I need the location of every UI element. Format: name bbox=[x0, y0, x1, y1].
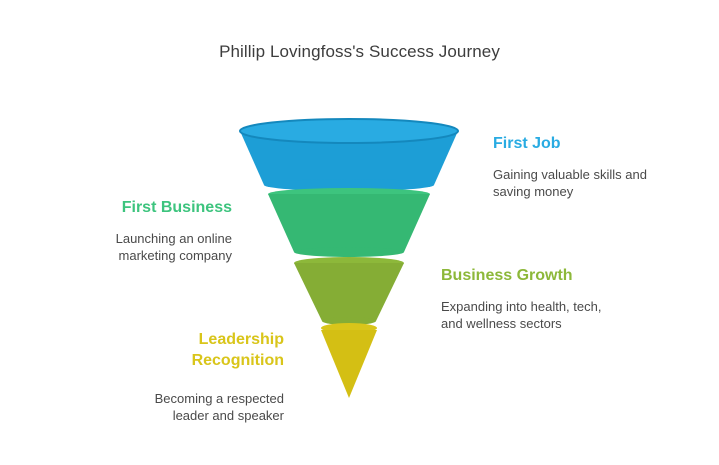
stage-description-line: saving money bbox=[493, 184, 574, 199]
funnel-segment-1-bottom bbox=[264, 179, 434, 191]
stage-first-business: First Business Launching an online marke… bbox=[60, 197, 232, 264]
stage-description: Becoming a respected leader and speaker bbox=[60, 390, 284, 424]
stage-heading: First Business bbox=[121, 199, 232, 216]
funnel-segment-2-body bbox=[268, 194, 430, 252]
stage-description-line: Launching an online bbox=[115, 231, 232, 246]
funnel-segment-business-growth bbox=[294, 257, 404, 325]
stage-heading-line: Recognition bbox=[191, 352, 284, 369]
stage-description-line: Expanding into health, tech, bbox=[441, 299, 602, 314]
funnel-segment-leadership-recognition bbox=[321, 323, 377, 398]
stage-heading: Leadership Recognition bbox=[60, 329, 284, 371]
funnel-segment-1-top bbox=[239, 118, 459, 144]
stage-description-line: Becoming a respected bbox=[154, 391, 284, 406]
stage-description-line: Gaining valuable skills and bbox=[493, 167, 647, 182]
funnel-segment-first-job bbox=[239, 118, 459, 191]
stage-heading: First Job bbox=[493, 135, 561, 152]
funnel-segment-first-business bbox=[268, 188, 430, 257]
stage-leadership-recognition: Leadership Recognition Becoming a respec… bbox=[60, 329, 284, 424]
funnel-segment-2-bottom bbox=[294, 247, 404, 257]
funnel-segment-4-body bbox=[321, 330, 377, 398]
funnel-segment-1-body bbox=[240, 131, 458, 185]
stage-description: Expanding into health, tech, and wellnes… bbox=[441, 298, 671, 332]
stage-description: Gaining valuable skills and saving money bbox=[493, 166, 693, 200]
funnel-segment-3-bottom bbox=[322, 317, 376, 325]
stage-business-growth: Business Growth Expanding into health, t… bbox=[441, 265, 671, 332]
stage-heading: Business Growth bbox=[441, 267, 573, 284]
diagram-title: Phillip Lovingfoss's Success Journey bbox=[219, 42, 500, 61]
stage-description-line: and wellness sectors bbox=[441, 316, 562, 331]
stage-first-job: First Job Gaining valuable skills and sa… bbox=[493, 133, 693, 200]
stage-description-line: leader and speaker bbox=[172, 408, 284, 423]
funnel-segment-3-body bbox=[294, 263, 404, 321]
stage-description-line: marketing company bbox=[118, 248, 232, 263]
stage-description: Launching an online marketing company bbox=[60, 230, 232, 264]
stage-heading-line: Leadership bbox=[198, 331, 284, 348]
